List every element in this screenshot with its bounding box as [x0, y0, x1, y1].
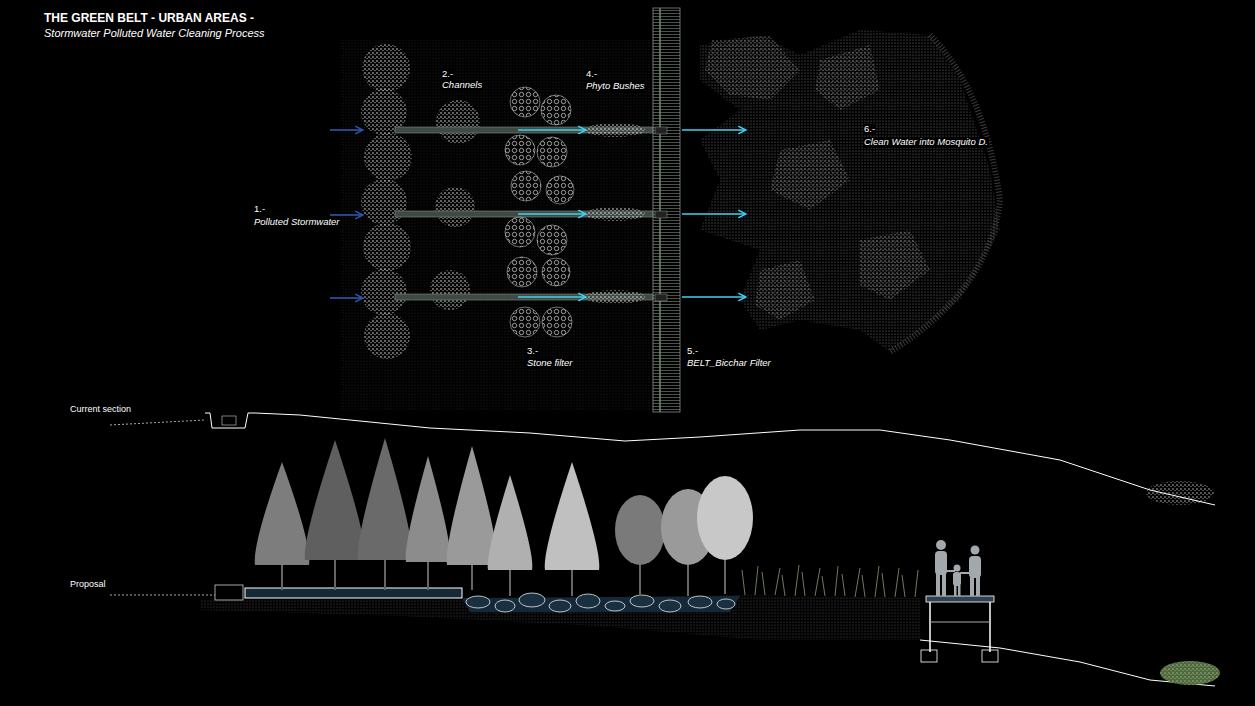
diagram-title: THE GREEN BELT - URBAN AREAS - — [43, 12, 255, 26]
step-label: Phyto Bushes — [585, 81, 646, 92]
callout-number: 6.- — [863, 124, 876, 135]
step-label: Polluted Stormwater — [253, 217, 341, 228]
section-label: Current section — [69, 404, 132, 414]
callout-number: 3.- — [526, 346, 539, 357]
subtitle: Stormwater Polluted Water Cleaning Proce… — [43, 27, 266, 40]
step-label: Channels — [441, 80, 483, 91]
step-label: Stone filter — [526, 358, 573, 369]
step-label: BELT_Bicchar Filter — [686, 358, 772, 369]
callout-number: 5.- — [686, 346, 699, 357]
step-label: Clean Water into Mosquito D. — [863, 137, 989, 148]
callout-number: 1.- — [253, 204, 266, 215]
section-label: Proposal — [69, 579, 107, 589]
callout-number: 2.- — [441, 69, 454, 80]
callout-number: 4.- — [585, 69, 598, 80]
